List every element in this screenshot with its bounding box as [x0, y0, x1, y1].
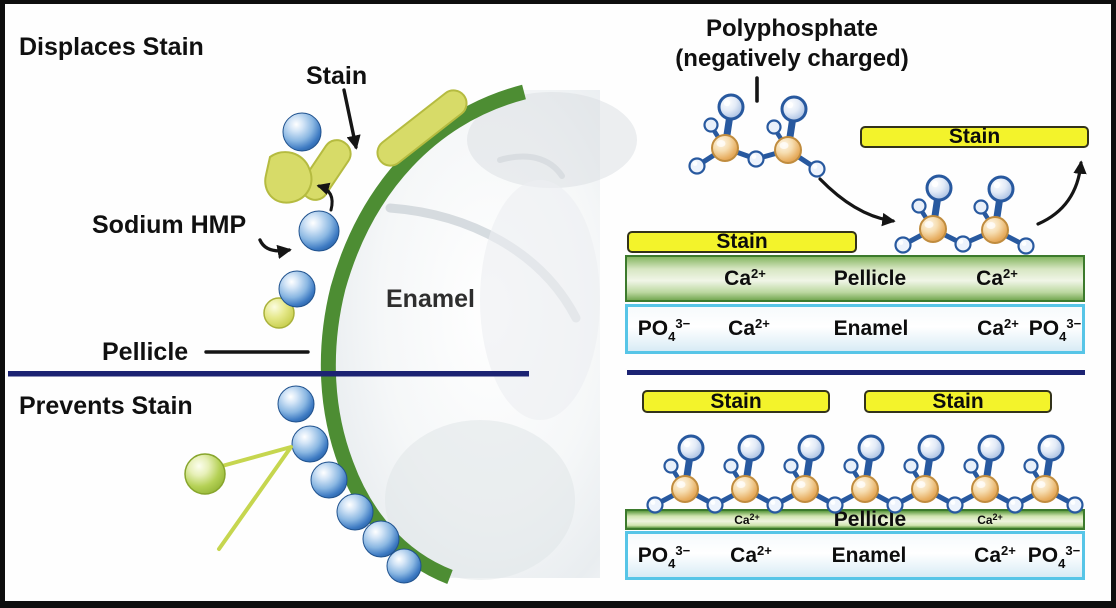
label-polyphosphate-line2: (negatively charged) — [675, 45, 909, 72]
polyphosphate-chain — [646, 436, 1084, 514]
section-divider-right — [627, 370, 1085, 375]
enamel-layer-bottom-section: PO43− Ca2+ Enamel Ca2+ PO43− — [625, 531, 1085, 580]
layer-label: Ca2+ — [974, 542, 1016, 567]
heading-displaces-stain: Displaces Stain — [19, 33, 204, 61]
stain-bar-middle: Stain — [627, 230, 857, 253]
label-stain: Stain — [306, 62, 368, 90]
enamel-layer-labels-bottom: PO43− Ca2+ Enamel Ca2+ PO43− — [628, 534, 1082, 577]
label-pellicle: Pellicle — [102, 338, 189, 366]
sodium-hmp-spheres — [277, 112, 422, 584]
label-sodium-hmp: Sodium HMP — [92, 211, 247, 239]
layer-label: Enamel — [833, 317, 909, 340]
stain-bar-top: Stain — [860, 125, 1089, 148]
label-polyphosphate-line1: Polyphosphate — [705, 15, 879, 42]
layer-label: Ca2+ — [977, 316, 1019, 340]
layer-label: Pellicle — [833, 507, 907, 531]
label-enamel: Enamel — [386, 285, 475, 313]
stain-blobs — [264, 89, 468, 204]
layer-label: Ca2+ — [728, 316, 770, 340]
layer-label: PO43− — [1028, 316, 1082, 344]
layer-label: Ca2+ — [976, 265, 1018, 290]
section-divider-left — [8, 371, 529, 377]
frame-border-right — [1111, 0, 1116, 608]
frame-border-bottom — [0, 601, 1116, 608]
layer-label: Ca2+ — [977, 511, 1003, 527]
frame-border-top — [0, 0, 1116, 4]
layer-label: PO43− — [637, 316, 691, 344]
enamel-layer-labels: PO43− Ca2+ Enamel Ca2+ PO43− — [628, 307, 1082, 351]
layer-label: Ca2+ — [734, 511, 760, 527]
heading-prevents-stain: Prevents Stain — [19, 392, 193, 420]
pellicle-layer-bottom-section: Ca2+ Pellicle Ca2+ — [625, 508, 1085, 531]
pellicle-band — [320, 84, 526, 584]
pellicle-layer-labels-bottom: Ca2+ Pellicle Ca2+ — [627, 508, 1083, 531]
stain-particle-sphere — [263, 297, 295, 329]
enamel-layer-top-section: PO43− Ca2+ Enamel Ca2+ PO43− — [625, 304, 1085, 354]
label-polyphosphate: Polyphosphate (negatively charged) — [632, 14, 952, 74]
layer-label: Ca2+ — [724, 265, 766, 290]
layer-label: Enamel — [831, 543, 907, 567]
pellicle-layer-top-section: Ca2+ Pellicle Ca2+ — [625, 255, 1085, 302]
stain-bar-bottom-right: Stain — [864, 390, 1052, 413]
tooth-enamel-shape — [328, 90, 637, 580]
layer-label: PO43− — [1027, 542, 1081, 571]
stain-bar-bottom-left: Stain — [642, 390, 830, 413]
polyphosphate-molecule-bound — [894, 176, 1035, 255]
deflected-stain-particle — [184, 445, 293, 551]
frame-border-left — [0, 0, 5, 608]
layer-label: Ca2+ — [730, 542, 772, 567]
polyphosphate-molecule-free — [688, 95, 826, 178]
layer-label: Pellicle — [833, 266, 907, 290]
pellicle-layer-labels: Ca2+ Pellicle Ca2+ — [627, 257, 1083, 300]
layer-label: PO43− — [637, 542, 691, 571]
